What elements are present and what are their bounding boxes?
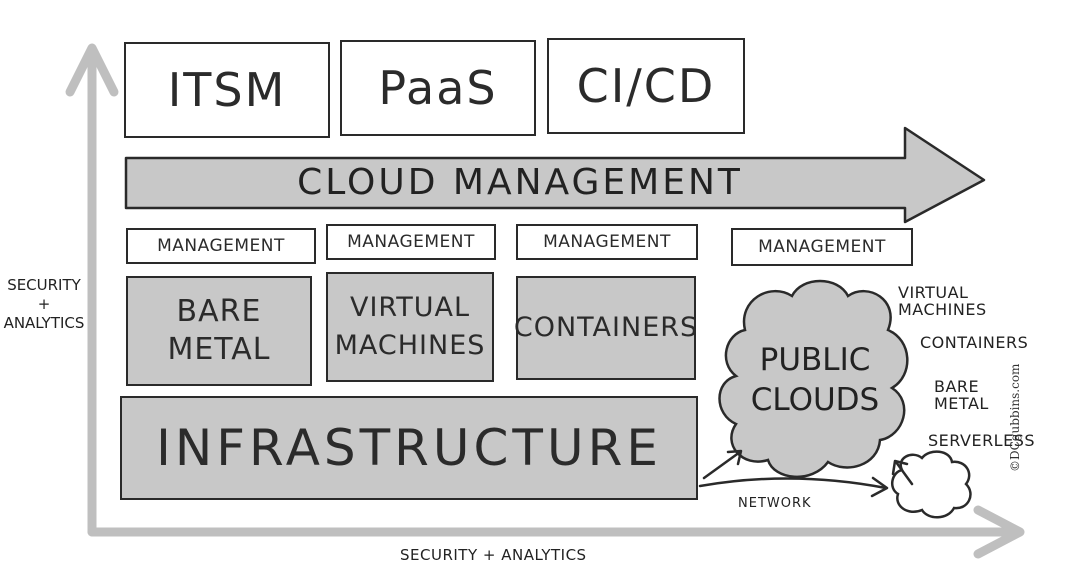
management-label-bare-metal: Management (126, 228, 316, 264)
cloud-service-containers: Containers (920, 333, 1029, 352)
public-clouds-shape (718, 279, 909, 478)
itsm-box: ITSM (124, 42, 330, 138)
network-arrows (698, 449, 914, 498)
management-label-virtual-machines: Management (326, 224, 496, 260)
management-label-containers: Management (516, 224, 698, 260)
y-axis-label: Security + Analytics (3, 276, 85, 332)
y-axis-arrow (65, 43, 119, 537)
x-axis-arrow (87, 505, 1025, 559)
x-axis-label: Security + Analytics (400, 546, 587, 564)
cicd-box: CI/CD (547, 38, 745, 134)
small-cloud-shape (890, 450, 972, 519)
cloud-service-serverless: Serverless (928, 431, 1036, 450)
network-label: Network (738, 496, 812, 511)
paas-box: PaaS (340, 40, 536, 136)
cloud-management-label: Cloud Management (297, 162, 743, 203)
cloud-management-arrow (124, 126, 986, 224)
credit-text: ©DCgubbins.com (1008, 363, 1022, 472)
cloud-service-bare-metal: Bare Metal (934, 377, 989, 413)
virtual-machines-box: Virtual Machines (326, 272, 494, 382)
management-label-public-clouds: Management (731, 228, 913, 266)
cloud-service-virtual-machines: Virtual Machines (898, 283, 987, 319)
infrastructure-box: Infrastructure (120, 396, 698, 500)
bare-metal-box: Bare Metal (126, 276, 312, 386)
public-clouds-label: Public Clouds (750, 342, 880, 418)
containers-box: Containers (514, 276, 697, 380)
